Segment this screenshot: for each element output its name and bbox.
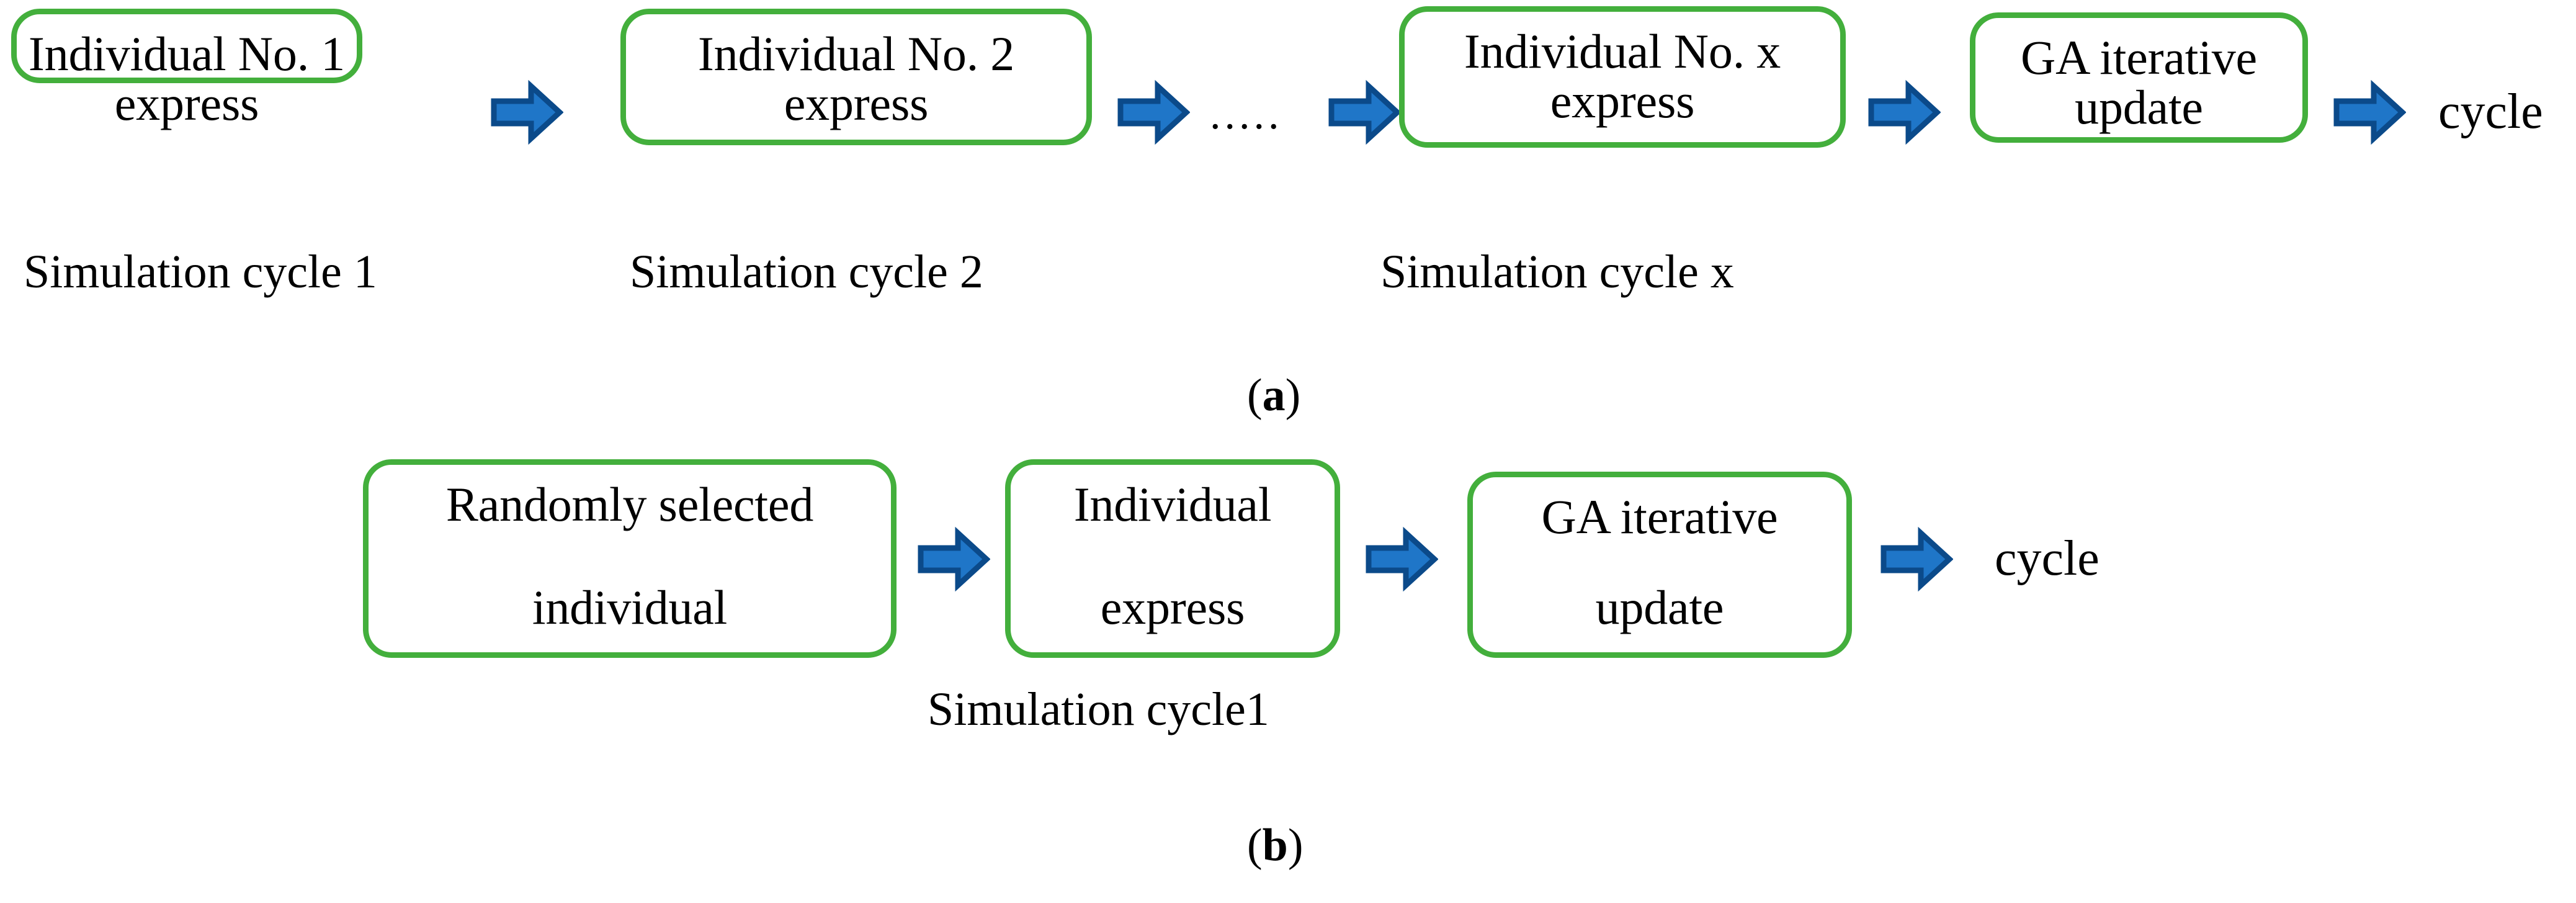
panel-label-a-letter: a [1262, 370, 1286, 421]
flow-box-b-2: Individual express [1005, 459, 1340, 658]
arrow-right-icon-a-3 [1328, 78, 1401, 147]
flow-box-a-2: Individual No. 2 express [620, 9, 1092, 145]
panel-label-a: (a) [1247, 372, 1300, 418]
panel-label-a-close: ) [1285, 370, 1301, 421]
panel-label-b-close: ) [1287, 820, 1304, 871]
arrow-right-icon-a-5 [2333, 78, 2406, 147]
flow-box-b-2-line2: express [1100, 580, 1245, 635]
flow-box-a-1: Individual No. 1 express [11, 9, 362, 128]
panel-label-b-open: ( [1247, 820, 1263, 871]
end-text-a: cycle [2438, 84, 2543, 139]
flow-box-a-1-line1: Individual No. 1 [28, 27, 346, 81]
panel-label-b: (b) [1247, 822, 1303, 868]
flow-box-b-1: Randomly selected individual [363, 459, 897, 658]
caption-b-1: Simulation cycle1 [928, 683, 1269, 735]
caption-a-3: Simulation cycle x [1380, 246, 1734, 298]
ellipsis-separator: ..... [1210, 91, 1283, 138]
arrow-right-icon-a-4 [1867, 78, 1941, 147]
caption-a-1: Simulation cycle 1 [24, 246, 377, 298]
flow-box-b-1-line1: Randomly selected [445, 477, 814, 531]
flow-box-b-3-line2: update [1595, 580, 1724, 635]
flow-box-a-2-line2: express [784, 76, 929, 130]
caption-a-2: Simulation cycle 2 [630, 246, 983, 298]
panel-label-a-open: ( [1247, 370, 1263, 421]
arrow-right-icon-b-1 [917, 524, 990, 594]
flow-box-b-3-line1: GA iterative [1541, 490, 1778, 544]
arrow-right-icon-b-3 [1880, 524, 1953, 594]
flow-box-b-3: GA iterative update [1467, 472, 1852, 658]
arrow-right-icon-a-2 [1117, 78, 1190, 147]
arrow-right-icon-a-1 [490, 78, 563, 147]
flow-box-b-2-line1: Individual [1073, 477, 1272, 531]
flow-box-a-3-line1: Individual No. x [1464, 24, 1781, 78]
flow-box-a-2-line1: Individual No. 2 [697, 27, 1015, 81]
flow-box-a-4-line1: GA iterative [2021, 30, 2257, 84]
panel-label-b-letter: b [1262, 820, 1288, 871]
flow-box-a-1-line2: express [114, 76, 259, 130]
flow-box-a-3-line2: express [1550, 73, 1695, 128]
end-text-b: cycle [1995, 531, 2100, 586]
flow-box-a-3: Individual No. x express [1399, 6, 1846, 148]
flow-box-a-4: GA iterative update [1970, 12, 2308, 143]
arrow-right-icon-b-2 [1365, 524, 1438, 594]
flow-box-b-1-line2: individual [532, 580, 728, 635]
flow-box-a-4-line2: update [2075, 79, 2203, 134]
